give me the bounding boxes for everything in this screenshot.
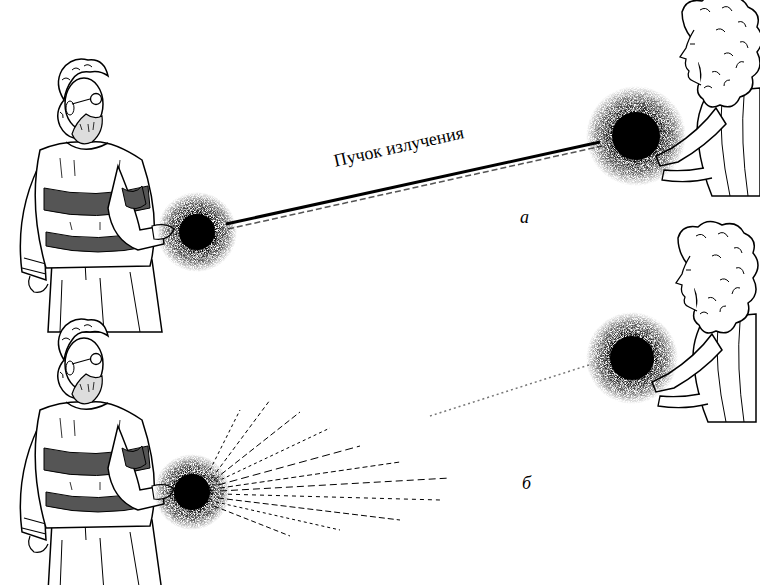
panel-letter: а: [520, 208, 529, 228]
energy-cloud: [612, 112, 660, 160]
energy-cloud: [154, 454, 230, 530]
panel-letter: б: [522, 474, 531, 494]
beam-label: Пучок излучения: [332, 123, 466, 171]
energy-cloud: [610, 336, 654, 380]
energy-cloud: [586, 312, 678, 404]
energy-cloud: [586, 86, 686, 186]
scattered-rays: [210, 400, 450, 536]
energy-cloud: [157, 192, 237, 272]
woman-figure: [652, 221, 758, 422]
man-figure: [20, 59, 174, 332]
energy-cloud: [179, 214, 215, 250]
weak-beam: [430, 364, 592, 416]
energy-cloud: [174, 474, 210, 510]
radiation-beam: [228, 146, 602, 229]
man-figure: [20, 319, 174, 585]
